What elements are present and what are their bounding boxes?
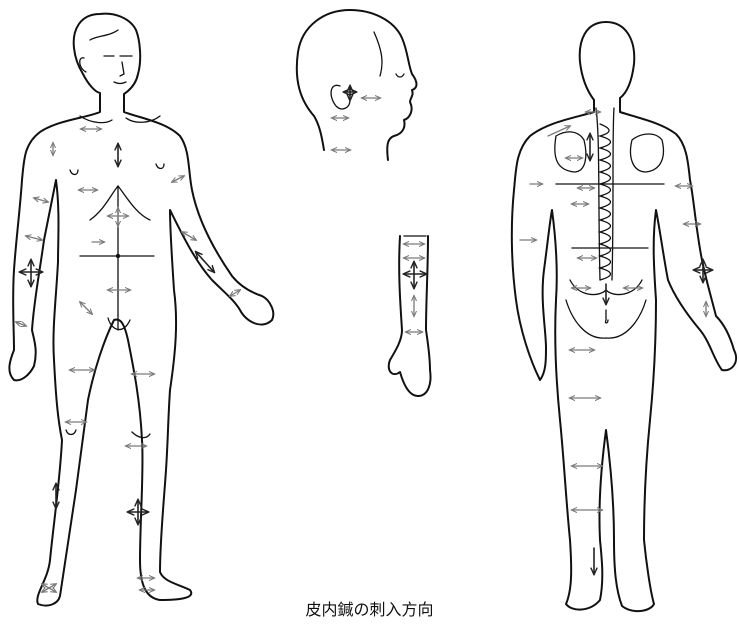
front-needle-arrows [16,129,240,592]
side-head-figure [297,10,417,160]
side-head-needle-arrows [332,86,380,150]
front-body-figure [9,14,273,606]
back-needle-arrows [520,112,712,574]
forearm-hand-figure [389,236,431,396]
back-body-figure [512,22,736,611]
diagram-caption: 皮内鍼の刺入方向 [0,596,739,620]
forearm-needle-arrows [404,244,426,332]
